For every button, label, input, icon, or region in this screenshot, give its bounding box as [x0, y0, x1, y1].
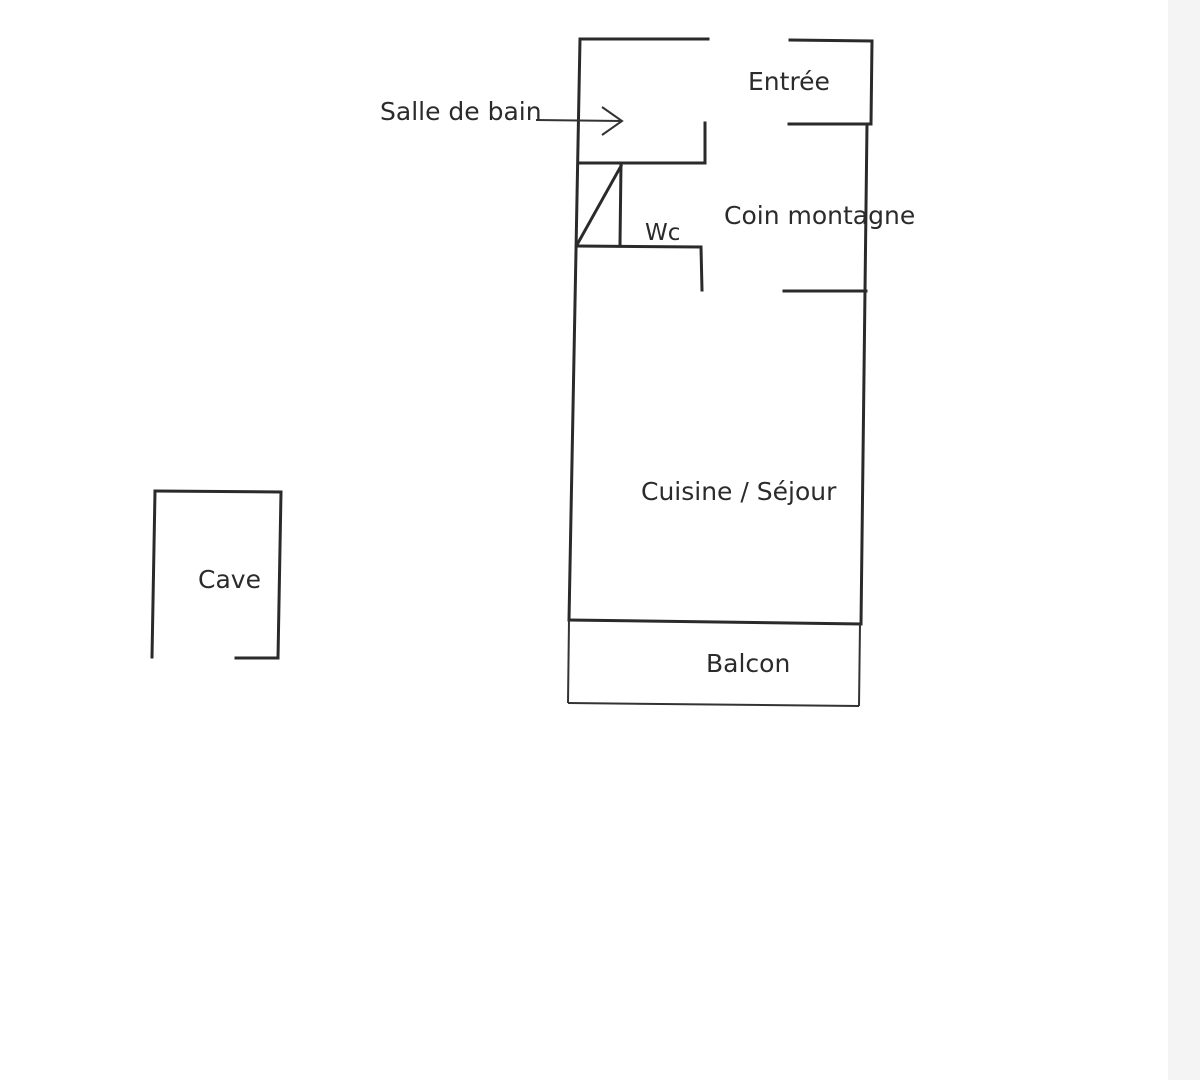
- wall-wc-jamb: [699, 245, 704, 292]
- label-wc: Wc: [645, 220, 680, 246]
- cellar: [150, 489, 283, 660]
- label-cave: Cave: [198, 565, 261, 594]
- wall-top-right: [788, 38, 874, 43]
- scan-edge: [1168, 0, 1200, 1080]
- label-salle-de-bain: Salle de bain: [380, 97, 542, 126]
- label-cuisine-sejour: Cuisine / Séjour: [641, 477, 837, 506]
- wall-wc-bottom: [575, 244, 702, 249]
- wall-bottom-sejour: [567, 618, 863, 626]
- wall-balcony-right: [858, 623, 861, 707]
- wall-cave-right: [276, 490, 283, 660]
- arrow-icon: [535, 106, 624, 136]
- bathroom-walls: [575, 121, 707, 292]
- wall-left: [567, 37, 582, 622]
- balcony: [567, 619, 861, 707]
- wall-balcony-bottom: [567, 702, 860, 707]
- wall-cave-top: [153, 489, 283, 494]
- wall-wc-right: [618, 161, 623, 247]
- wall-right-main: [859, 122, 869, 626]
- wall-cave-left: [150, 489, 157, 659]
- wall-right-entree: [869, 39, 874, 126]
- apartment-walls: [567, 37, 874, 626]
- label-coin-montagne: Coin montagne: [724, 201, 915, 230]
- label-balcon: Balcon: [706, 649, 790, 678]
- label-entree: Entrée: [748, 67, 830, 96]
- wall-balcony-left: [567, 619, 570, 704]
- wc-diagonal-mark: [575, 163, 624, 246]
